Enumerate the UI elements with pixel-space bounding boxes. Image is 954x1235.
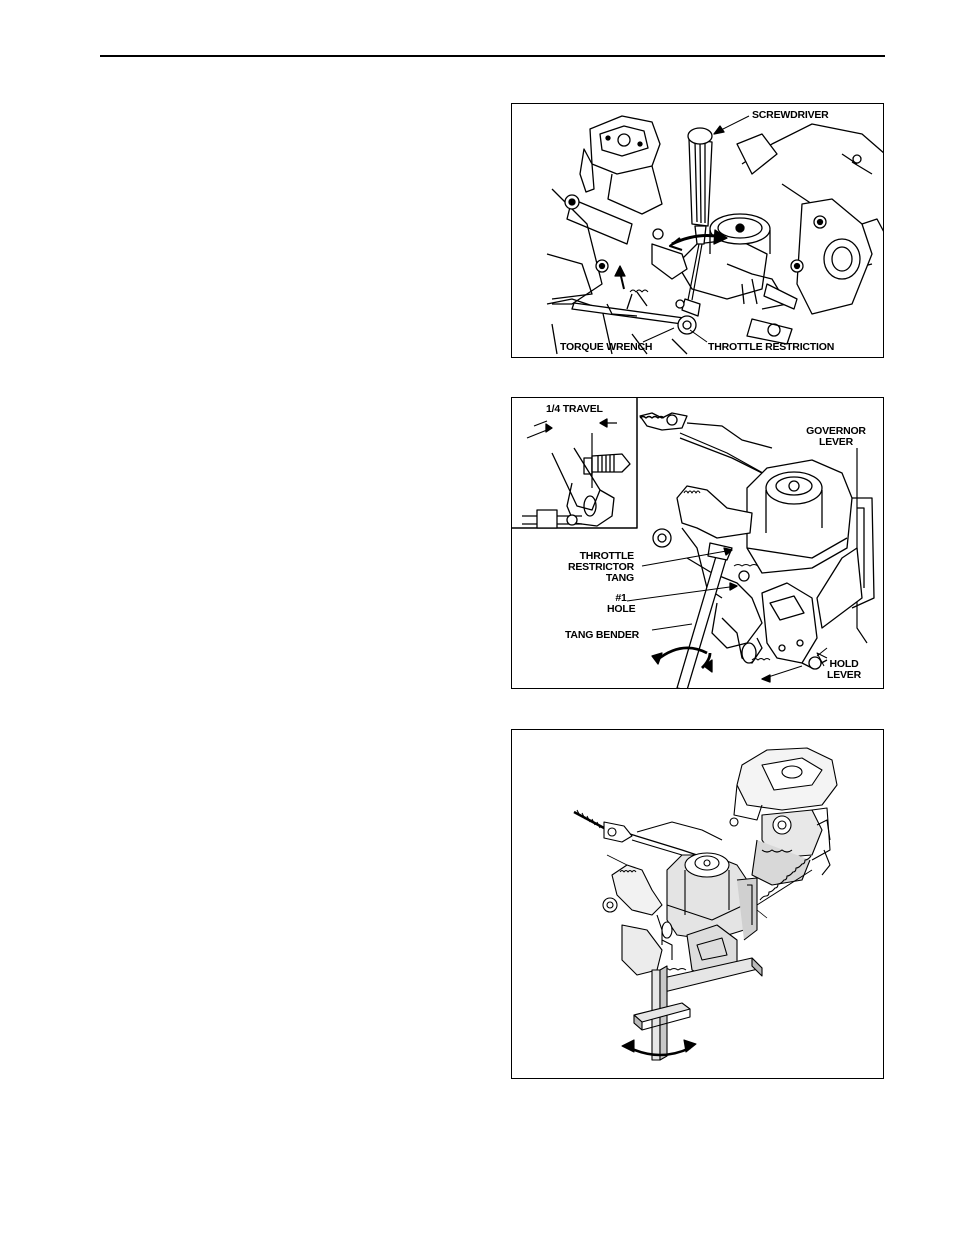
throttle-restriction-label: THROTTLE RESTRICTION — [708, 342, 834, 353]
governor-lever-label-line2: LEVER — [797, 437, 875, 448]
figure-throttle-restriction: SCREWDRIVER TORQUE WRENCH THROTTLE RESTR… — [511, 103, 884, 358]
hole-label-line2: HOLE — [607, 604, 635, 615]
governor-assembly-drawing — [512, 730, 884, 1079]
screwdriver-label: SCREWDRIVER — [752, 110, 829, 121]
throttle-restrictor-tang-line3: TANG — [552, 573, 634, 584]
throttle-restrictor-tang-label: THROTTLE RESTRICTOR TANG — [552, 551, 634, 584]
hold-lever-label: HOLD LEVER — [822, 659, 866, 681]
torque-wrench-label: TORQUE WRENCH — [560, 342, 652, 353]
tang-bender-label: TANG BENDER — [565, 630, 639, 641]
figure-throttle-restrictor-tang: 1/4 TRAVEL GOVERNOR LEVER THROTTLE RESTR… — [511, 397, 884, 689]
figure-governor-bending — [511, 729, 884, 1079]
header-rule — [100, 55, 885, 57]
engine-drawing-1 — [512, 104, 884, 358]
governor-lever-label: GOVERNOR LEVER — [797, 426, 875, 448]
hole-label: #1 HOLE — [607, 593, 635, 615]
quarter-travel-label: 1/4 TRAVEL — [546, 404, 603, 415]
hold-lever-label-line2: LEVER — [822, 670, 866, 681]
